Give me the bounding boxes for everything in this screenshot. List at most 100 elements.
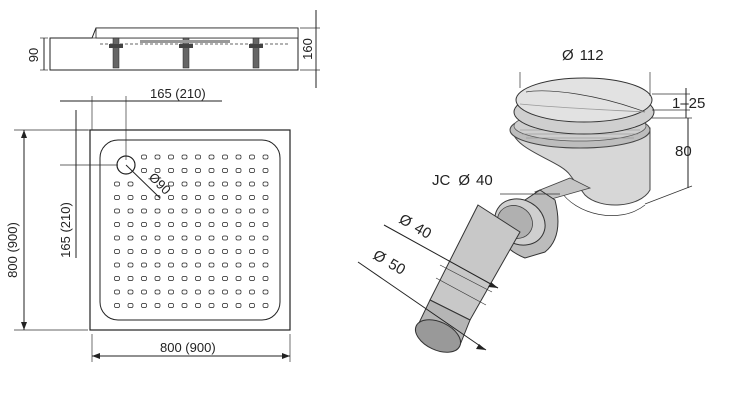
anti-slip-dot xyxy=(249,235,255,241)
anti-slip-dot xyxy=(249,303,255,308)
anti-slip-dot xyxy=(114,262,120,268)
anti-slip-dot xyxy=(181,154,188,160)
anti-slip-dot xyxy=(127,235,134,241)
anti-slip-dot xyxy=(168,154,174,160)
anti-slip-dot xyxy=(168,235,174,241)
anti-slip-dot xyxy=(235,208,242,214)
anti-slip-dot xyxy=(249,289,255,295)
anti-slip-dot xyxy=(154,303,161,308)
side-height-right-label: 160 xyxy=(300,38,315,60)
drain-offset-horizontal-label: 165 (210) xyxy=(150,86,206,101)
anti-slip-dot xyxy=(208,289,215,295)
anti-slip-dot xyxy=(235,289,242,295)
anti-slip-dot xyxy=(262,235,269,241)
anti-slip-dot xyxy=(181,195,188,200)
pipe-inner-label: 40 xyxy=(411,220,434,243)
anti-slip-dot xyxy=(262,195,269,200)
anti-slip-dot xyxy=(208,235,215,241)
anti-slip-dot xyxy=(249,222,255,227)
anti-slip-dot xyxy=(195,195,201,200)
anti-slip-dot xyxy=(114,235,120,241)
anti-slip-dot xyxy=(249,195,255,200)
anti-slip-dot xyxy=(168,195,174,200)
anti-slip-dot xyxy=(195,222,201,227)
anti-slip-dot xyxy=(262,249,269,254)
anti-slip-dot xyxy=(235,181,242,187)
anti-slip-dot xyxy=(181,181,188,187)
anti-slip-dot xyxy=(141,195,147,200)
anti-slip-dot xyxy=(168,208,174,214)
anti-slip-dot xyxy=(127,195,134,200)
anti-slip-dot xyxy=(127,303,134,308)
anti-slip-dot xyxy=(181,208,188,214)
pipe-inner-symbol: Ø xyxy=(396,211,415,232)
anti-slip-dot xyxy=(262,276,269,281)
anti-slip-dot xyxy=(168,303,174,308)
anti-slip-dot xyxy=(249,168,255,173)
anti-slip-dot xyxy=(235,222,242,227)
jc-diameter-symbol: Ø xyxy=(458,172,470,189)
tray-height-label: 800 (900) xyxy=(5,222,20,278)
anti-slip-dot xyxy=(235,195,242,200)
anti-slip-dot xyxy=(181,249,188,254)
anti-slip-dot xyxy=(208,262,215,268)
anti-slip-dot xyxy=(222,303,228,308)
anti-slip-dot xyxy=(208,168,215,173)
anti-slip-dot xyxy=(195,181,201,187)
anti-slip-dot xyxy=(168,249,174,254)
anti-slip-dot xyxy=(208,303,215,308)
anti-slip-dot xyxy=(181,222,188,227)
anti-slip-dot xyxy=(222,276,228,281)
anti-slip-dot xyxy=(127,276,134,281)
anti-slip-dot xyxy=(222,154,228,160)
anti-slip-dot xyxy=(222,249,228,254)
anti-slip-dot xyxy=(181,303,188,308)
anti-slip-dot xyxy=(168,262,174,268)
svg-text:Ø40: Ø40 xyxy=(396,211,434,243)
anti-slip-dot xyxy=(127,181,134,187)
anti-slip-dot xyxy=(154,289,161,295)
anti-slip-dot xyxy=(127,289,134,295)
anti-slip-dot xyxy=(195,249,201,254)
anti-slip-dot xyxy=(114,289,120,295)
anti-slip-dot xyxy=(262,222,269,227)
anti-slip-dot xyxy=(154,154,161,160)
anti-slip-dot xyxy=(208,195,215,200)
anti-slip-dot xyxy=(127,208,134,214)
anti-slip-dot xyxy=(262,208,269,214)
anti-slip-dot xyxy=(262,181,269,187)
anti-slip-dot xyxy=(141,222,147,227)
drain-cap xyxy=(515,77,653,123)
tray-legs xyxy=(109,37,263,69)
anti-slip-dot xyxy=(114,181,120,187)
anti-slip-dot xyxy=(154,208,161,214)
anti-slip-dot xyxy=(208,154,215,160)
anti-slip-dot xyxy=(195,289,201,295)
tray-width-label: 800 (900) xyxy=(160,340,216,355)
anti-slip-dot xyxy=(141,262,147,268)
anti-slip-dot xyxy=(141,235,147,241)
anti-slip-dot xyxy=(195,168,201,173)
anti-slip-dot xyxy=(127,262,134,268)
anti-slip-dot xyxy=(154,222,161,227)
anti-slip-dot xyxy=(127,249,134,254)
anti-slip-dot xyxy=(262,154,269,160)
anti-slip-dot xyxy=(141,249,147,254)
tray-top-slab xyxy=(95,27,299,39)
anti-slip-dot xyxy=(249,154,255,160)
anti-slip-dot xyxy=(181,276,188,281)
anti-slip-dot xyxy=(235,303,242,308)
anti-slip-dot xyxy=(154,262,161,268)
anti-slip-dot xyxy=(222,222,228,227)
anti-slip-dot xyxy=(208,208,215,214)
anti-slip-dot xyxy=(195,208,201,214)
anti-slip-dot xyxy=(181,289,188,295)
anti-slip-dot xyxy=(235,235,242,241)
anti-slip-dot xyxy=(208,249,215,254)
anti-slip-dot xyxy=(181,235,188,241)
anti-slip-dot xyxy=(141,289,147,295)
anti-slip-dot xyxy=(249,262,255,268)
